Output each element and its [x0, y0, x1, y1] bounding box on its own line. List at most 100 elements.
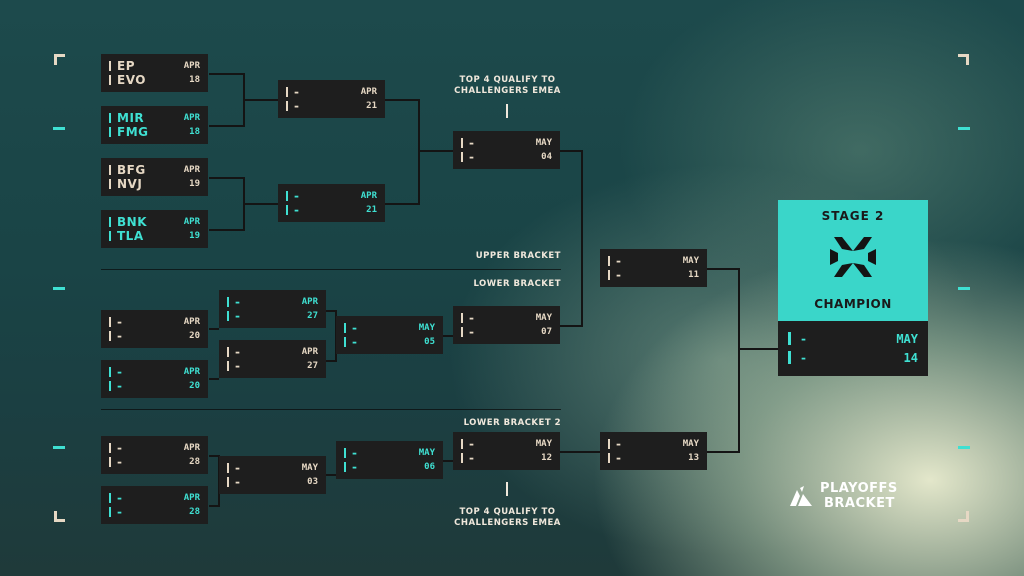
match-day: 14 [903, 350, 918, 365]
match-card[interactable]: -MAY-13 [600, 432, 707, 470]
match-row: -APR [109, 365, 200, 379]
corner-bottom-right-icon [958, 511, 969, 522]
team-name: - [294, 99, 300, 113]
match-month: APR [183, 317, 200, 327]
match-month: APR [183, 165, 200, 175]
match-card[interactable]: - MAY -03 [219, 456, 326, 494]
match-row: -APR [109, 315, 200, 329]
match-row: -06 [344, 460, 435, 474]
match-card[interactable]: -MAY- 12 [453, 432, 560, 470]
team-name: - [117, 441, 123, 455]
match-row: -03 [227, 475, 318, 489]
qualify-bottom-label: TOP 4 QUALIFY TO CHALLENGERS EMEA [454, 507, 561, 528]
match-row: -APR [227, 345, 318, 359]
match-month: APR [301, 297, 318, 307]
match-day: 03 [307, 477, 318, 487]
team-name: - [469, 437, 475, 451]
match-card[interactable]: -APR-28 [101, 486, 208, 524]
match-card[interactable]: -MAY- 11 [600, 249, 707, 287]
match-card[interactable]: -APR- 20 [101, 360, 208, 398]
match-day: 11 [688, 270, 699, 280]
team-name: - [117, 365, 123, 379]
match-card[interactable]: -APR-27 [219, 340, 326, 378]
upper-bracket-label: UPPER BRACKET [475, 251, 561, 261]
match-row: - 20 [109, 379, 200, 393]
match-row: -MAY [608, 254, 699, 268]
match-month: APR [183, 443, 200, 453]
match-day: 04 [541, 152, 552, 162]
team-slot: - [801, 350, 807, 365]
match-card[interactable]: - MAY - 07 [453, 306, 560, 344]
team-name: EVO [117, 73, 146, 87]
match-month: MAY [301, 463, 318, 473]
match-card[interactable]: -APR-27 [219, 290, 326, 328]
match-row: - 12 [461, 451, 552, 465]
qualify-top-tick [506, 104, 508, 118]
match-month: MAY [535, 313, 552, 323]
match-month: MAY [682, 439, 699, 449]
match-day: 12 [541, 453, 552, 463]
match-card[interactable]: -MAY-05 [336, 316, 443, 354]
match-day: 07 [541, 327, 552, 337]
corner-top-right-icon [958, 54, 969, 65]
lower-bracket-2-label: LOWER BRACKET 2 [463, 418, 561, 428]
match-day: 27 [307, 361, 318, 371]
match-row: - APR [109, 441, 200, 455]
match-card[interactable]: -APR-20 [101, 310, 208, 348]
match-card[interactable]: -APR-21 [278, 184, 385, 222]
match-month: MAY [896, 331, 918, 346]
match-card[interactable]: -MAY- 04 [453, 131, 560, 169]
match-row: -MAY [461, 437, 552, 451]
match-day: 18 [189, 127, 200, 137]
team-name: - [294, 85, 300, 99]
match-card[interactable]: - APR -28 [101, 436, 208, 474]
team-name: - [469, 325, 475, 339]
match-row: -MAY [344, 446, 435, 460]
team-name: - [616, 268, 622, 282]
match-card[interactable]: -MAY-06 [336, 441, 443, 479]
team-name: - [469, 150, 475, 164]
team-name: - [469, 451, 475, 465]
match-day: 19 [189, 179, 200, 189]
match-row: -21 [286, 203, 377, 217]
champion-card[interactable]: STAGE 2 CHAMPION -MAY -14 [778, 200, 928, 376]
team-name: TLA [117, 229, 144, 243]
match-day: 20 [189, 381, 200, 391]
match-row: - 07 [461, 325, 552, 339]
match-row: - 11 [608, 268, 699, 282]
match-month: APR [183, 493, 200, 503]
match-month: APR [183, 217, 200, 227]
match-month: APR [183, 113, 200, 123]
champion-title: CHAMPION [814, 297, 892, 311]
lower-bracket-label: LOWER BRACKET [473, 279, 561, 289]
match-day: 28 [189, 457, 200, 467]
match-month: MAY [682, 256, 699, 266]
corner-top-left-icon [54, 54, 65, 65]
team-name: - [616, 437, 622, 451]
match-month: APR [183, 61, 200, 71]
team-name: - [294, 203, 300, 217]
match-row: - MAY [608, 437, 699, 451]
match-row: - MAY [227, 461, 318, 475]
match-day: 05 [424, 337, 435, 347]
match-row: -28 [109, 455, 200, 469]
team-name: - [352, 321, 358, 335]
match-row: -MAY [461, 136, 552, 150]
team-name: - [235, 461, 241, 475]
match-card[interactable]: -APR-21 [278, 80, 385, 118]
champion-header: STAGE 2 CHAMPION [778, 200, 928, 321]
qualify-bottom-tick [506, 482, 508, 496]
team-name: - [117, 379, 123, 393]
match-row: -20 [109, 329, 200, 343]
team-name: - [235, 295, 241, 309]
